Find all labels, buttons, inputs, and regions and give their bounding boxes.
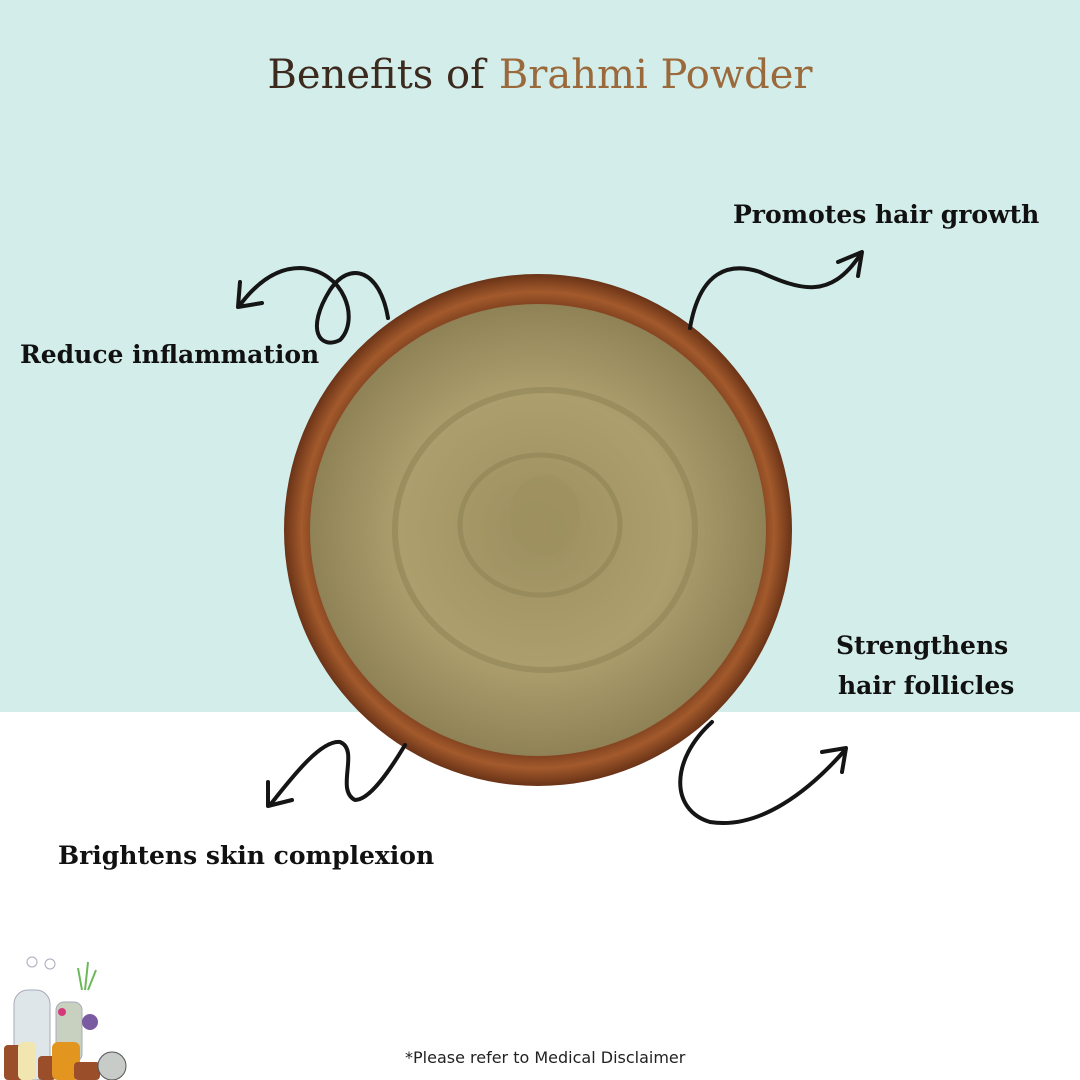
benefit-brightens-skin: Brightens skin complexion xyxy=(58,841,435,870)
benefit-reduce-inflammation: Reduce inflammation xyxy=(20,340,320,369)
medical-disclaimer: *Please refer to Medical Disclaimer xyxy=(405,1048,686,1067)
title-highlight: Brahmi Powder xyxy=(498,52,813,98)
arrow-head-1 xyxy=(836,250,864,278)
arrow-strengthens xyxy=(678,720,847,826)
arrow-head-4 xyxy=(266,780,294,808)
arrow-brightens xyxy=(268,740,407,807)
arrow-head-3 xyxy=(820,746,848,774)
herbal-bottles-illustration xyxy=(4,956,127,1080)
title-prefix: Benefits of xyxy=(267,52,485,98)
brahmi-powder-bowl xyxy=(284,274,792,786)
page-title: Benefits of Brahmi Powder xyxy=(0,52,1080,98)
arrow-promotes-hair-growth xyxy=(688,253,862,330)
benefit-strengthens-line1: Strengthens xyxy=(836,631,1009,660)
arrow-reduce-inflammation xyxy=(238,266,390,345)
benefit-strengthens-line2: hair follicles xyxy=(838,671,1015,700)
benefit-promotes-hair-growth: Promotes hair growth xyxy=(733,200,1040,229)
arrow-head-2 xyxy=(236,280,264,309)
